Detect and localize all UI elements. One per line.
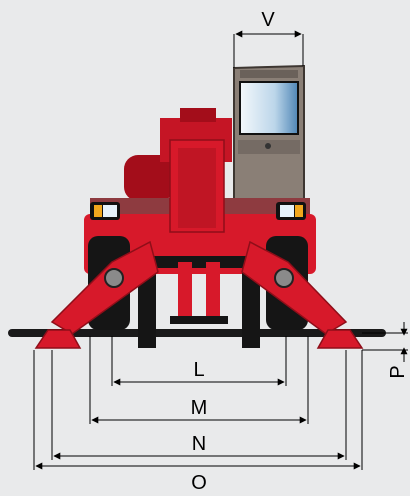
label-o: O — [191, 472, 207, 494]
cab-window — [239, 81, 299, 135]
ground-line — [8, 329, 386, 337]
engine-block — [124, 155, 174, 201]
label-n: N — [192, 433, 206, 455]
left-stabilizer — [34, 240, 159, 349]
left-headlight — [90, 202, 120, 220]
right-fork — [242, 262, 260, 348]
label-l: L — [193, 359, 204, 381]
label-v: V — [261, 9, 275, 31]
label-p: P — [387, 365, 409, 378]
right-stabilizer — [241, 240, 364, 349]
telehandler-drawing — [8, 64, 386, 349]
cab — [233, 64, 305, 221]
dimension-lines — [33, 30, 408, 470]
label-m: M — [191, 397, 208, 419]
boom-head-top — [180, 108, 216, 122]
fork-carriage — [138, 256, 262, 268]
right-headlight — [276, 202, 306, 220]
